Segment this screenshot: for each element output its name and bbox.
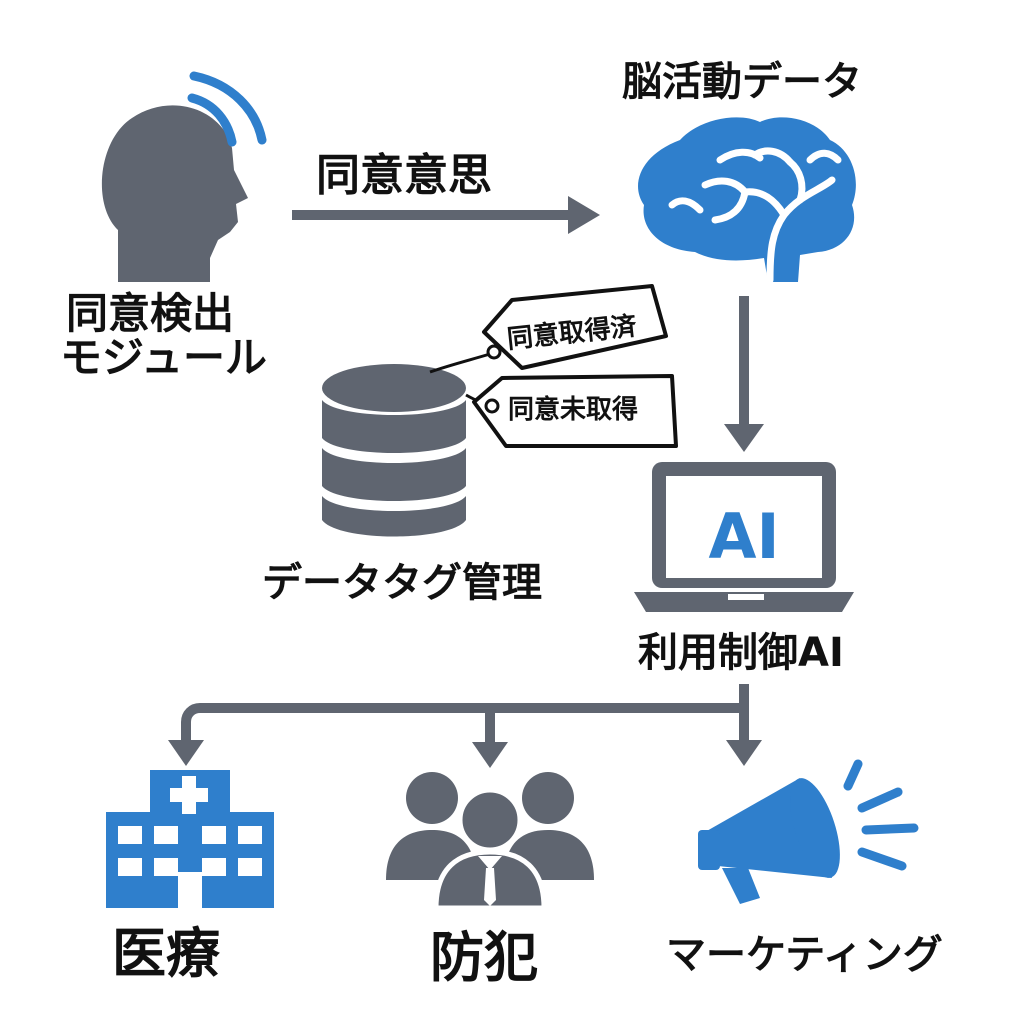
consent-intent-label: 同意意思 bbox=[316, 150, 492, 201]
tag-hole bbox=[484, 398, 500, 414]
megaphone-icon bbox=[698, 759, 919, 904]
signal-wave-outer bbox=[189, 71, 267, 145]
brain-shape bbox=[638, 117, 856, 282]
laptop-icon: AI bbox=[634, 462, 854, 612]
head-with-signal-icon bbox=[101, 71, 267, 282]
tag-not-consented-text: 同意未取得 bbox=[508, 394, 638, 425]
marketing-label: マーケティング bbox=[666, 932, 943, 978]
people-group-icon bbox=[386, 772, 594, 911]
tag-consented: 同意取得済 bbox=[429, 284, 668, 374]
head-silhouette bbox=[101, 105, 249, 282]
consent-module-label-line2: モジュール bbox=[60, 333, 267, 382]
medical-label: 医療 bbox=[112, 922, 220, 985]
brain-data-label: 脳活動データ bbox=[622, 59, 862, 105]
tag-hole bbox=[486, 344, 502, 360]
tag-string bbox=[429, 352, 491, 374]
data-tag-management-label: データタグ管理 bbox=[262, 560, 542, 606]
branch-arrows bbox=[181, 684, 749, 742]
database-icon bbox=[322, 364, 466, 537]
arrow-right-icon bbox=[292, 196, 600, 234]
consent-module-label-line1: 同意検出 bbox=[66, 289, 234, 338]
usage-control-ai-label: 利用制御AI bbox=[638, 630, 844, 676]
ai-screen-text: AI bbox=[708, 500, 779, 573]
branch-arrowheads bbox=[168, 740, 762, 768]
arrow-down-icon bbox=[724, 296, 764, 452]
crime-prevention-label: 防犯 bbox=[430, 926, 538, 989]
tag-not-consented: 同意未取得 bbox=[465, 374, 678, 448]
hospital-icon bbox=[106, 770, 274, 908]
signal-wave-inner bbox=[187, 93, 237, 147]
brain-icon bbox=[638, 117, 856, 284]
